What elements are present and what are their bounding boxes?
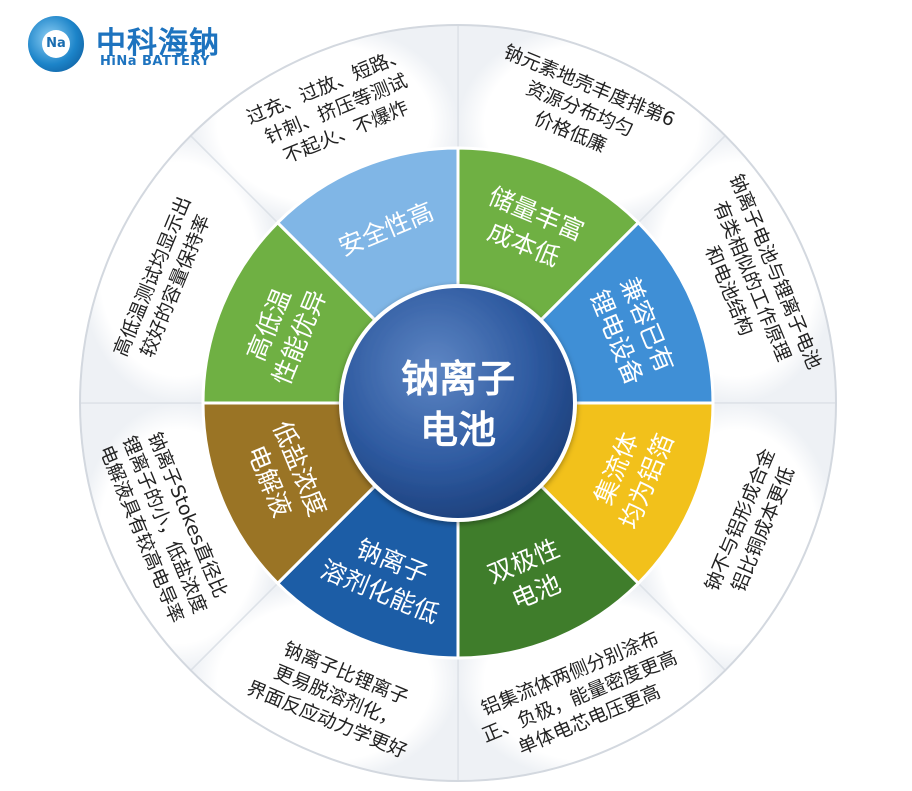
logo-name-en: HiNa BATTERY bbox=[100, 54, 211, 69]
logo-badge: Na bbox=[42, 30, 70, 58]
center-circle bbox=[339, 284, 577, 522]
hina-battery-logo: Na 中科海钠 HiNa BATTERY bbox=[22, 12, 272, 78]
center-title-line-2: 电池 bbox=[420, 408, 496, 452]
na-logo-icon: Na bbox=[28, 16, 84, 72]
inner-ring: 储量丰富成本低兼容已有锂电设备集流体均为铝箔双极性电池钠离子溶剂化能低低盐浓度电… bbox=[201, 146, 715, 660]
outer-border bbox=[79, 24, 837, 782]
logo-name-cn: 中科海钠 bbox=[96, 26, 220, 61]
center-hub: 钠离子 电池 bbox=[339, 284, 577, 522]
center-title-line-1: 钠离子 bbox=[401, 357, 515, 401]
outer-ring: 钠元素地壳丰度排第6资源分布均匀价格低廉钠离子电池与锂离子电池有类相似的工作原理… bbox=[79, 24, 837, 782]
